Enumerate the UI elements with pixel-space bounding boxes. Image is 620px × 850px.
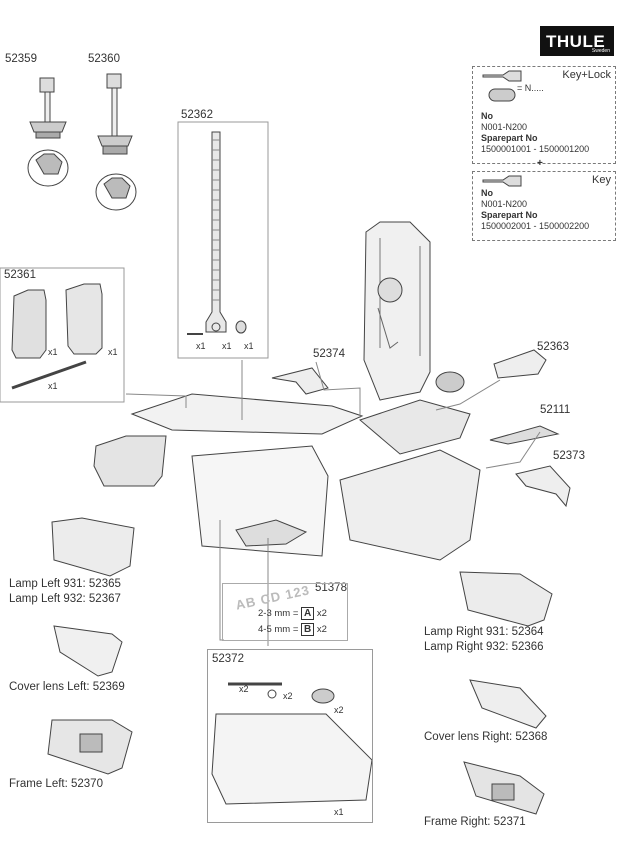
lamp-right-drawing — [459, 571, 553, 627]
qty-label: x2 — [239, 684, 249, 694]
clip-52363-drawing — [493, 349, 547, 379]
cover-lens-left-drawing — [53, 625, 123, 677]
bolt-52360-drawing — [95, 73, 137, 211]
part-52359-label: 52359 — [5, 53, 37, 65]
qty-label: x1 — [108, 347, 118, 357]
key-sparepart-label: Sparepart No — [481, 210, 538, 220]
key-lock-sparepart-label: Sparepart No — [481, 133, 538, 143]
clip-52374-drawing — [271, 367, 329, 395]
plate-row-1-text: 2-3 mm = — [258, 608, 299, 619]
key-lock-no-label: No — [481, 111, 493, 121]
part-51378-label: 51378 — [315, 582, 347, 594]
key-lock-no-value: N001-N200 — [481, 122, 528, 132]
bolt-52359-drawing — [27, 77, 69, 187]
spare-key-icon — [482, 175, 522, 187]
plate-row-2: 4-5 mm = B x2 — [258, 623, 327, 636]
qty-label: x1 — [222, 341, 232, 351]
frame-right-label: Frame Right: 52371 — [424, 816, 526, 828]
plate-row-1-qty: x2 — [316, 608, 327, 619]
part-52372-box — [207, 649, 373, 823]
thule-logo: THULE Sweden — [540, 26, 614, 56]
clamp-52361-drawing — [11, 283, 103, 390]
qty-label: x2 — [334, 705, 344, 715]
frame-left-drawing — [47, 719, 133, 775]
qty-label: x1 — [48, 381, 58, 391]
cover-lens-left-label: Cover lens Left: 52369 — [9, 681, 125, 693]
lamp-left-932-label: Lamp Left 932: 52367 — [9, 593, 121, 605]
part-52361-label: 52361 — [4, 269, 36, 281]
qty-label: x2 — [283, 691, 293, 701]
logo-text: THULE — [546, 32, 606, 51]
qty-label: x1 — [196, 341, 206, 351]
qty-label: x1 — [48, 347, 58, 357]
key-icon — [482, 70, 522, 102]
key-no-value: N001-N200 — [481, 199, 528, 209]
part-52363-label: 52363 — [537, 341, 569, 353]
frame-right-drawing — [463, 761, 545, 815]
key-lock-title: Key+Lock — [562, 69, 611, 81]
key-box: Key No N001-N200 Sparepart No 1500002001… — [472, 171, 616, 241]
key-number-eq: = N..... — [517, 83, 544, 93]
cover-lens-right-label: Cover lens Right: 52368 — [424, 731, 548, 743]
logo-subtext: Sweden — [591, 48, 610, 54]
part-52373-label: 52373 — [553, 450, 585, 462]
part-52362-label: 52362 — [181, 109, 213, 121]
plate-adapter-box — [222, 583, 348, 641]
key-lock-box: Key+Lock = N..... No N001-N200 Sparepart… — [472, 66, 616, 164]
plate-row-2-qty: x2 — [316, 624, 327, 635]
part-52360-label: 52360 — [88, 53, 120, 65]
plate-row-1: 2-3 mm = A x2 — [258, 607, 327, 620]
frame-left-label: Frame Left: 52370 — [9, 778, 103, 790]
key-sparepart-value: 1500002001 - 1500002200 — [481, 221, 590, 231]
part-52374-label: 52374 — [313, 348, 345, 360]
clip-52373-drawing — [515, 465, 571, 508]
lamp-right-931-label: Lamp Right 931: 52364 — [424, 626, 544, 638]
key-lock-sparepart-value: 1500001001 - 1500001200 — [481, 144, 590, 154]
strap-drawing — [187, 131, 247, 335]
plate-holder-drawing — [211, 682, 373, 805]
lamp-left-drawing — [51, 517, 135, 577]
plus-sign: + — [537, 158, 543, 169]
plate-row-2-text: 4-5 mm = — [258, 624, 299, 635]
plate-tag-b: B — [301, 623, 315, 636]
part-52372-label: 52372 — [212, 653, 244, 665]
key-no-label: No — [481, 188, 493, 198]
plate-tag-a: A — [301, 607, 315, 620]
lamp-right-932-label: Lamp Right 932: 52366 — [424, 641, 544, 653]
lamp-left-931-label: Lamp Left 931: 52365 — [9, 578, 121, 590]
cover-lens-right-drawing — [469, 679, 547, 729]
qty-label: x1 — [244, 341, 254, 351]
key-title: Key — [592, 174, 611, 186]
clip-52111-drawing — [489, 425, 560, 445]
carrier-drawing — [93, 221, 481, 561]
part-52111-label: 52111 — [540, 404, 571, 416]
qty-label: x1 — [334, 807, 344, 817]
